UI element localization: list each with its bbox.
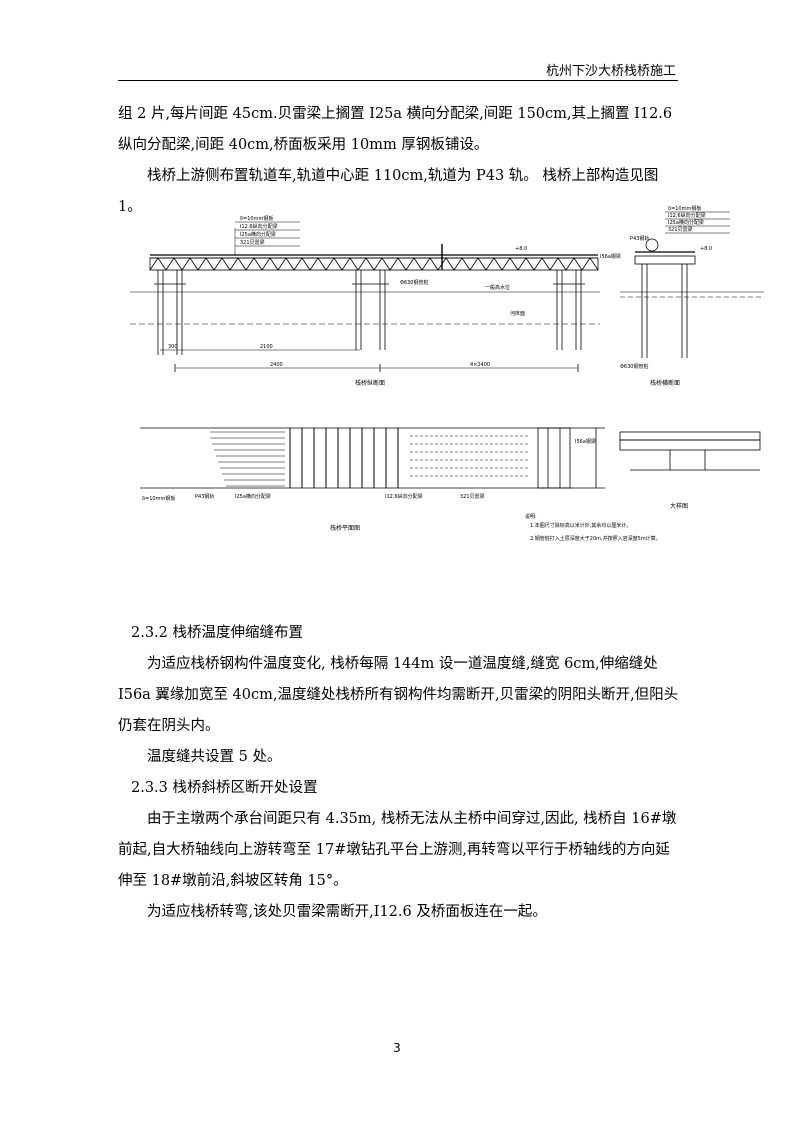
page-header: 杭州下沙大桥栈桥施工 — [118, 58, 678, 81]
label-i126: I12.6纵向分配梁 — [240, 223, 278, 230]
paragraph-turn-route: 由于主墩两个承台间距只有 4.35m, 栈桥无法从主桥中间穿过,因此, 栈桥自 … — [118, 811, 677, 889]
cross-label-beiley: 321贝雷梁 — [668, 226, 693, 233]
pier-columns — [157, 270, 582, 355]
label-steel-plate: δ=10mm钢板 — [240, 215, 273, 222]
label-beiley: 321贝雷梁 — [240, 239, 265, 246]
paragraph-rail-car: 栈桥上游侧布置轨道车,轨道中心距 110cm,轨道为 P43 轨。 栈桥上部构造… — [118, 168, 659, 215]
plan-title: 栈桥平面图 — [330, 524, 360, 532]
cross-label-i126: I12.6纵向分配梁 — [668, 212, 706, 219]
cross-label-i25a: I25a横向分配梁 — [668, 219, 704, 226]
paragraph-expansion-joint: 为适应栈桥钢构件温度变化, 栈桥每隔 144m 设一道温度缝,缝宽 6cm,伸缩… — [118, 656, 679, 734]
label-pile: Φ630钢管桩 — [400, 279, 428, 286]
cross-label-pile: Φ630钢管桩 — [620, 363, 648, 370]
label-elev-level: +8.0 — [515, 246, 527, 252]
label-water-high: 一般高水位 — [485, 284, 510, 291]
plan-label-beiley: 321贝雷梁 — [460, 493, 485, 500]
heading-expansion-joint: 2.3.2 栈桥温度伸缩缝布置 — [131, 625, 304, 641]
label-dim-total: 2400 — [270, 362, 283, 368]
plan-stringers — [410, 435, 530, 477]
label-dim-b: 4×2400 — [470, 362, 490, 368]
note-1: 1.本图尺寸除标高以米计外,其余均以厘米计。 — [530, 522, 631, 529]
detail-title: 大样图 — [670, 502, 688, 510]
cross-label-level: +8.0 — [700, 246, 712, 252]
header-title: 杭州下沙大桥栈桥施工 — [545, 64, 676, 79]
label-i25a: I25a横向分配梁 — [240, 231, 276, 238]
page-number: 3 — [393, 1041, 401, 1055]
cross-title: 栈桥横断面 — [650, 379, 680, 387]
plan-deck-hatching — [210, 431, 285, 487]
plan-label-rail: P43钢轨 — [195, 493, 214, 500]
label-dim-span: 2100 — [260, 344, 273, 350]
label-dim-a: 300 — [168, 344, 178, 350]
plan-label-i25a: I25a横向分配梁 — [235, 493, 271, 500]
plan-label-i126: I12.6纵向分配梁 — [385, 493, 423, 500]
cross-label-i56a: I56a钢梁 — [600, 253, 621, 260]
truss-pattern — [149, 257, 599, 271]
cross-label-steel-plate: δ=10mm钢板 — [668, 205, 701, 212]
plan-label-steel-plate: δ=10mm钢板 — [142, 495, 175, 502]
elevation-title: 栈桥纵断面 — [355, 379, 385, 387]
trestle-structure-drawing: δ=10mm钢板 I12.6纵向分配梁 I25a横向分配梁 321贝雷梁 +8.… — [130, 205, 764, 542]
heading-skew-section: 2.3.3 栈桥斜桥区断开处设置 — [131, 780, 318, 796]
label-water-low: 河床面 — [510, 310, 525, 317]
paragraph-turn-beam: 为适应栈桥转弯,该处贝雷梁需断开,I12.6 及桥面板连在一起。 — [147, 904, 547, 920]
notes-title: 说明: — [525, 513, 537, 520]
paragraph-joint-count: 温度缝共设置 5 处。 — [147, 749, 282, 765]
paragraph-beam-layout: 组 2 片,每片间距 45cm.贝雷梁上搁置 I25a 横向分配梁,间距 150… — [118, 106, 673, 153]
plan-label-i56a: I56a钢梁 — [575, 438, 596, 445]
cross-label-rail: P43钢轨 — [630, 235, 649, 242]
note-2: 2.钢管桩打入土层深度大于20m,并按照入岩深度5m计算。 — [530, 535, 661, 542]
plan-crossbeams — [289, 428, 399, 488]
